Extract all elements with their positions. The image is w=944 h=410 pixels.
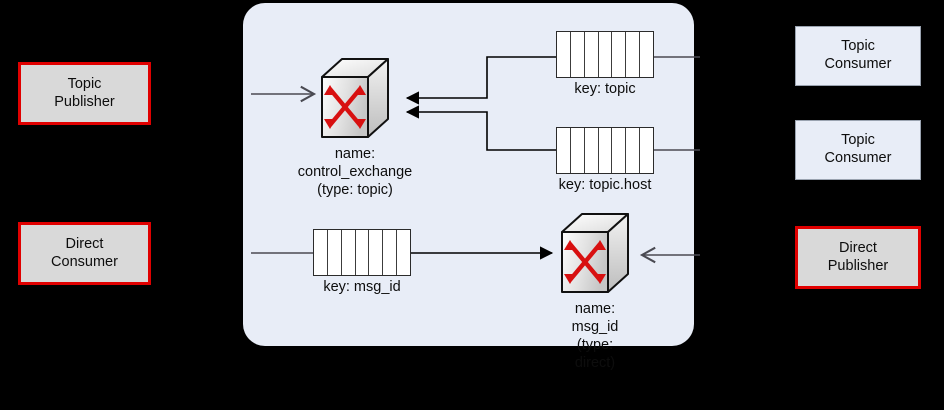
msg-id-exchange-label: name: msg_id(type: direct) — [572, 300, 619, 373]
topic-consumer-box-1[interactable]: Topic Consumer — [795, 26, 921, 86]
exchange-3d-box-icon — [561, 213, 629, 293]
queue-cells — [556, 127, 654, 174]
queue-topic-label: key: topic — [574, 81, 636, 97]
topic-consumer-box-2[interactable]: Topic Consumer — [795, 120, 921, 180]
queue-msg-id[interactable]: key: msg_id — [313, 229, 411, 295]
direct-publisher-box[interactable]: Direct Publisher — [795, 226, 921, 289]
control-exchange[interactable]: name: control_exchange(type: topic) — [298, 57, 412, 198]
queue-cells — [556, 31, 654, 78]
queue-topic-host-label: key: topic.host — [558, 177, 652, 193]
queue-topic-host[interactable]: key: topic.host — [556, 127, 654, 193]
control-exchange-type: (type: topic) — [317, 182, 393, 199]
direct-consumer-box[interactable]: Direct Consumer — [18, 222, 151, 285]
msg-id-exchange-type: (type: direct) — [574, 337, 616, 372]
queue-cells — [313, 229, 411, 276]
queue-msg-id-label: key: msg_id — [323, 279, 401, 295]
exchange-3d-box-icon — [321, 58, 389, 138]
control-exchange-label: name: control_exchange(type: topic) — [298, 145, 412, 199]
topic-publisher-box[interactable]: Topic Publisher — [18, 62, 151, 125]
msg-id-exchange-name: name: msg_id — [571, 301, 619, 336]
msg-id-exchange[interactable]: name: msg_id(type: direct) — [556, 212, 634, 371]
control-exchange-name: name: control_exchange — [297, 146, 413, 181]
queue-topic[interactable]: key: topic — [556, 31, 654, 97]
